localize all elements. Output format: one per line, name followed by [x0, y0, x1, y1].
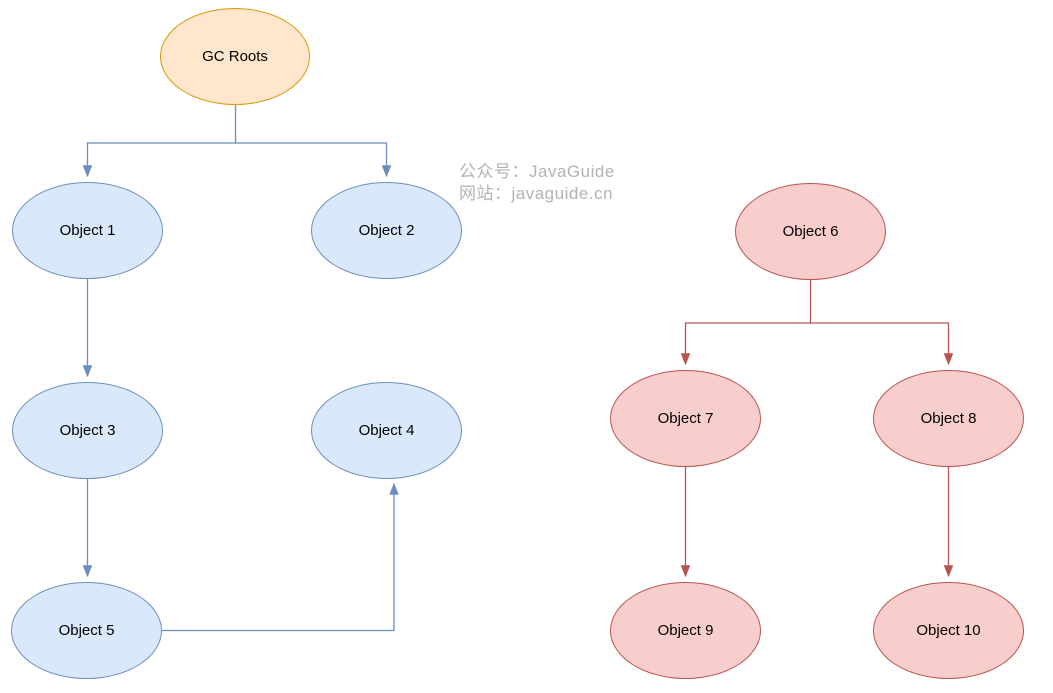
node-object-1-label: Object 1 [59, 222, 116, 239]
node-object-2-label: Object 2 [358, 222, 415, 239]
watermark-line1: 公众号：JavaGuide [459, 162, 615, 181]
node-gc-roots-label: GC Roots [202, 48, 268, 65]
node-object-6-label: Object 6 [782, 223, 839, 240]
node-object-5: Object 5 [11, 582, 162, 679]
node-object-6: Object 6 [735, 183, 886, 280]
node-object-9: Object 9 [610, 582, 761, 679]
node-object-4: Object 4 [311, 382, 462, 479]
node-object-8-label: Object 8 [920, 410, 977, 427]
node-object-3: Object 3 [12, 382, 163, 479]
node-object-5-label: Object 5 [58, 622, 115, 639]
node-object-4-label: Object 4 [358, 422, 415, 439]
edge-object-5-to-object-4 [162, 482, 399, 632]
node-object-10-label: Object 10 [916, 622, 981, 639]
node-object-10: Object 10 [873, 582, 1024, 679]
node-object-8: Object 8 [873, 370, 1024, 467]
edge-object-6-to-object-8 [810, 322, 954, 366]
edge-object-6-to-object-7 [680, 280, 812, 366]
watermark: 公众号：JavaGuide 网站：javaguide.cn [459, 161, 615, 205]
node-object-2: Object 2 [311, 182, 462, 279]
node-object-7-label: Object 7 [657, 410, 714, 427]
watermark-line2: 网站：javaguide.cn [459, 184, 613, 203]
node-object-9-label: Object 9 [657, 622, 714, 639]
node-object-7: Object 7 [610, 370, 761, 467]
edge-gc-roots-to-object-2 [235, 142, 392, 178]
node-object-1: Object 1 [12, 182, 163, 279]
node-object-3-label: Object 3 [59, 422, 116, 439]
edge-gc-roots-to-object-1 [82, 105, 237, 178]
node-gc-roots: GC Roots [160, 8, 310, 105]
